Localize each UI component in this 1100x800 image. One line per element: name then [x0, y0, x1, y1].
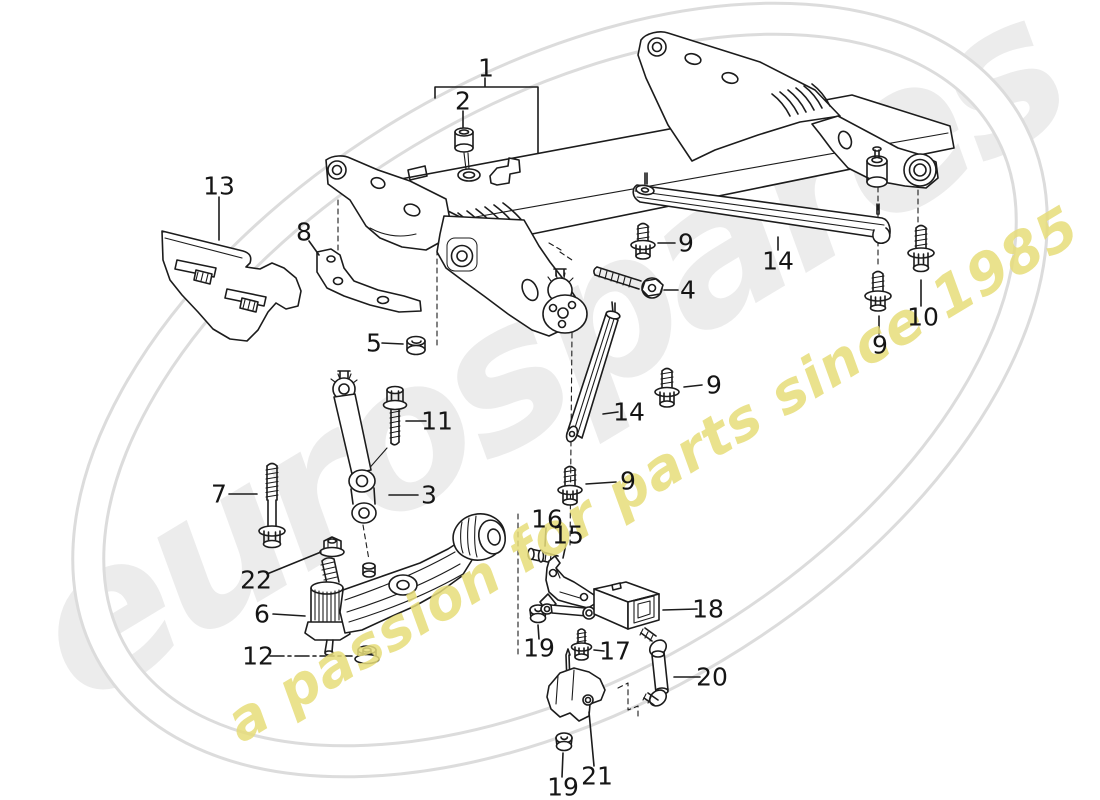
bolt11-drawing [382, 385, 408, 446]
part-callout: 2 [455, 86, 471, 116]
sensor18-drawing [540, 581, 660, 630]
part-callout: 7 [211, 479, 227, 509]
part-callout: 20 [696, 662, 728, 692]
part-callout: 22 [240, 565, 272, 595]
nut19b-drawing [555, 732, 573, 752]
screw9c-drawing [654, 367, 680, 408]
part-callout: 11 [421, 406, 453, 436]
link20-drawing [639, 627, 669, 707]
bolt17-drawing [570, 628, 593, 661]
part-callout: 16 [531, 504, 563, 534]
bolt16-drawing [527, 547, 559, 565]
part-callout: 19 [523, 633, 555, 663]
part-callout: 19 [547, 772, 579, 800]
part-callout: 5 [366, 328, 382, 358]
part-callout: 8 [296, 217, 312, 247]
screw9d-drawing [557, 465, 583, 506]
bolt7-drawing [258, 462, 286, 549]
part-callout: 15 [552, 520, 584, 550]
part-callout: 9 [706, 370, 722, 400]
bolt10-drawing [907, 224, 935, 273]
screw9b-drawing [864, 270, 892, 312]
bracket21-drawing [546, 648, 606, 722]
part-callout: 14 [762, 246, 794, 276]
part-callout: 9 [872, 330, 888, 360]
rail14-top-drawing [632, 172, 891, 245]
part-callout: 13 [203, 171, 235, 201]
part-callout: 9 [678, 228, 694, 258]
flex-corrugation-right [771, 83, 831, 117]
screw4-drawing [593, 266, 664, 299]
part-callout: 3 [421, 480, 437, 510]
part-callout: 17 [599, 636, 631, 666]
part-callout: 10 [907, 302, 939, 332]
track-control-arm-drawing [304, 513, 506, 656]
part-callout: 21 [581, 761, 613, 791]
screw9a-drawing [630, 222, 656, 260]
part-callout: 18 [692, 594, 724, 624]
part-callout: 4 [680, 275, 696, 305]
bracket8-drawing [316, 248, 422, 313]
buffer-drawing [454, 127, 474, 170]
nut12-drawing [354, 645, 380, 665]
part-callout: 14 [613, 397, 645, 427]
part-callout: 1 [478, 53, 494, 83]
part-callout: 9 [620, 466, 636, 496]
part-callout: 6 [254, 599, 270, 629]
rail14-mid-drawing [565, 301, 621, 443]
crossmember-drawing [325, 31, 955, 337]
leader-lines [218, 77, 922, 778]
part-callout: 12 [242, 641, 274, 671]
link3-drawing [330, 370, 377, 524]
heat-shield-drawing [161, 230, 302, 342]
nut22-drawing [319, 536, 345, 558]
grommet5-drawing [406, 335, 426, 356]
